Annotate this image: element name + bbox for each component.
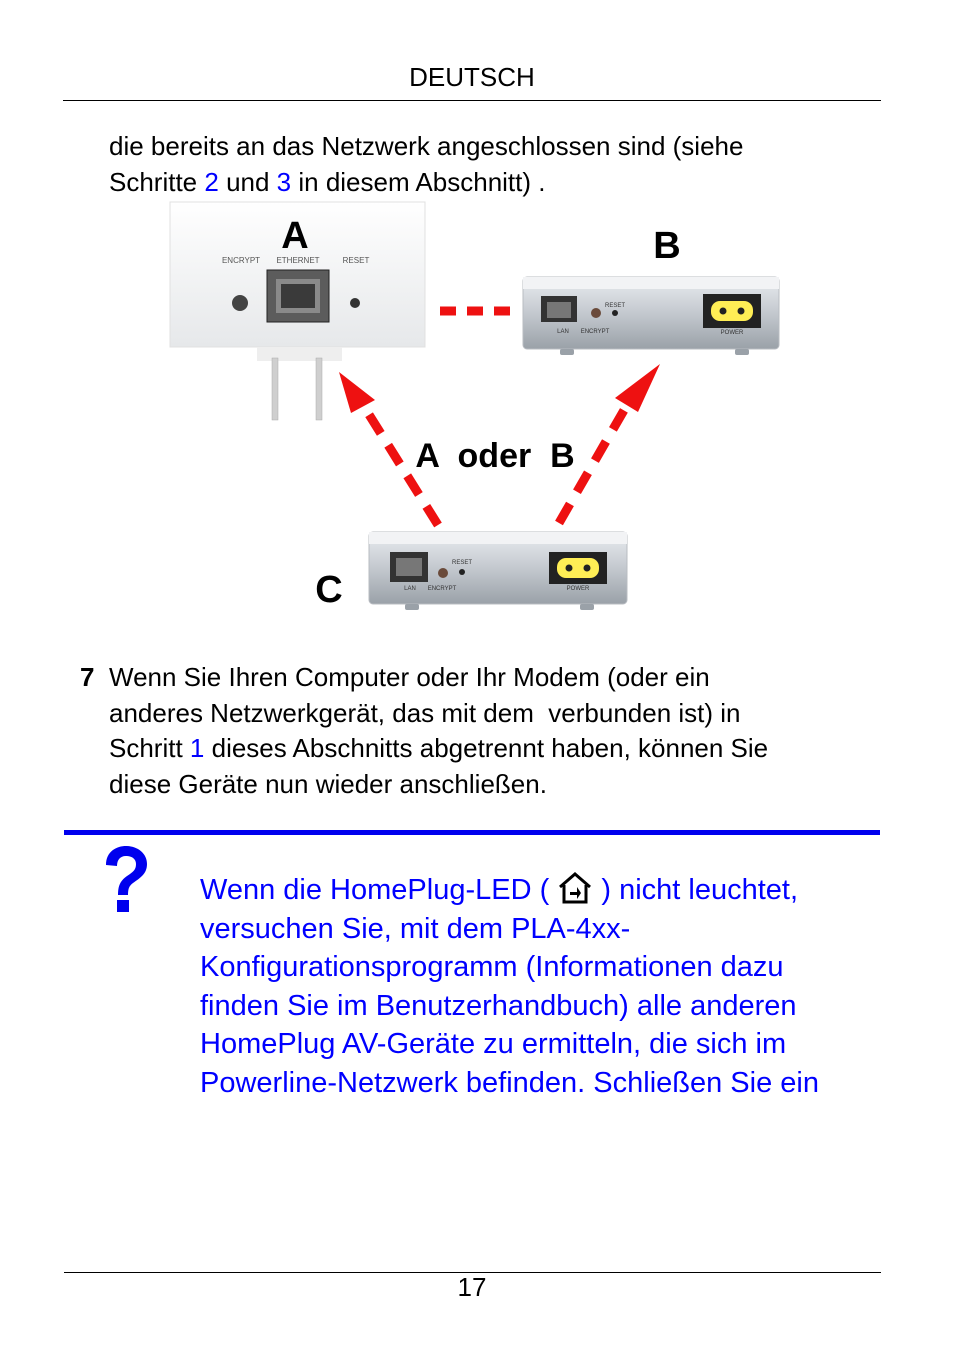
note-top-bar [64,830,880,835]
device-a-port-label: ENCRYPT [222,256,260,265]
note-text: Wenn die HomePlug-LED ( [200,874,558,906]
note-line-4: finden Sie im Benutzerhandbuch) alle and… [200,989,797,1022]
step-7-text: Schritt [109,733,190,763]
intro-line-2: Schritte 2 und 3 in diesem Abschnitt) . [109,165,909,201]
device-c-label: C [315,569,342,611]
question-mark-icon [106,846,147,912]
device-c-port-label: POWER [567,586,590,592]
step-number: 7 [80,662,95,692]
intro-text: und [218,166,277,197]
step-ref-3[interactable]: 3 [276,166,292,197]
device-b-port-label: ENCRYPT [581,329,610,335]
arrowhead-b-icon [615,364,660,412]
note-line-2: versuchen Sie, mit dem PLA-4xx- [200,912,631,945]
step-7-line-2: anderes Netzwerkgerät, das mit dem verbu… [109,697,741,728]
a-or-b-label: A oder B [415,437,574,475]
device-b-port-label: POWER [721,330,744,336]
network-connection-diagram: ENCRYPT ETHERNET RESET RESET LAN ENCRYPT… [169,201,780,611]
lan-port-icon [547,302,571,318]
footer-rule [64,1272,881,1273]
device-c-port-label: ENCRYPT [428,586,457,592]
step-ref-2[interactable]: 2 [204,166,219,197]
device-a-port-label: ETHERNET [276,256,319,265]
intro-text: Schritte [109,166,205,197]
encrypt-button-icon [438,568,448,578]
device-a-label: A [281,215,308,257]
arrow-c-to-b [555,402,631,526]
reset-button-icon [350,298,360,308]
device-c-port-label: RESET [452,560,472,566]
device-b-adapter: RESET LAN ENCRYPT POWER [522,276,780,355]
intro-paragraph: die bereits an das Netzwerk angeschlosse… [109,129,909,200]
note-text: ) nicht leuchtet, [593,874,799,906]
reset-button-icon [612,310,618,316]
device-a-port-label: RESET [343,256,370,265]
encrypt-button-icon [591,308,601,318]
arrow-c-to-a [359,402,442,528]
note-line-3: Konfigurationsprogramm (Informationen da… [200,951,784,983]
encrypt-button-icon [232,295,248,311]
step-7-paragraph: Wenn Sie Ihren Computer oder Ihr Modem (… [109,660,909,802]
device-b-label: B [653,225,680,267]
note-line-5: HomePlug AV-Geräte zu ermitteln, die sic… [200,1028,787,1060]
device-c-port-label: LAN [404,586,416,592]
arrowhead-a-icon [339,372,375,413]
lan-port-icon [396,558,422,576]
page-header-language: DEUTSCH [409,62,535,92]
reset-button-icon [459,569,465,575]
step-7-text: dieses Abschnitts abgetrennt haben, könn… [204,733,769,763]
step-7-line-4: diese Geräte nun wieder anschließen. [109,768,547,799]
power-socket-icon [711,301,753,321]
device-c-adapter: RESET LAN ENCRYPT POWER [368,531,628,610]
step-ref-1[interactable]: 1 [189,733,205,763]
header-rule [63,100,881,101]
device-b-port-label: RESET [605,303,625,309]
note-line-1: Wenn die HomePlug-LED ( ) nicht leuchtet… [200,871,890,910]
homeplug-led-icon [559,872,592,904]
note-line-6: Powerline-Netzwerk befinden. Schließen S… [200,1066,819,1099]
step-7-line-3: Schritt 1 dieses Abschnitts abgetrennt h… [109,731,909,767]
power-socket-icon [557,558,599,578]
page-number: 17 [457,1272,487,1302]
intro-line-1: die bereits an das Netzwerk angeschlosse… [109,131,744,161]
note-paragraph: Wenn die HomePlug-LED ( ) nicht leuchtet… [200,871,890,1102]
step-7-line-1: Wenn Sie Ihren Computer oder Ihr Modem (… [109,662,710,692]
intro-text: in diesem Abschnitt) . [291,166,546,197]
device-a-adapter: ENCRYPT ETHERNET RESET [169,201,426,421]
device-b-port-label: LAN [557,329,569,335]
